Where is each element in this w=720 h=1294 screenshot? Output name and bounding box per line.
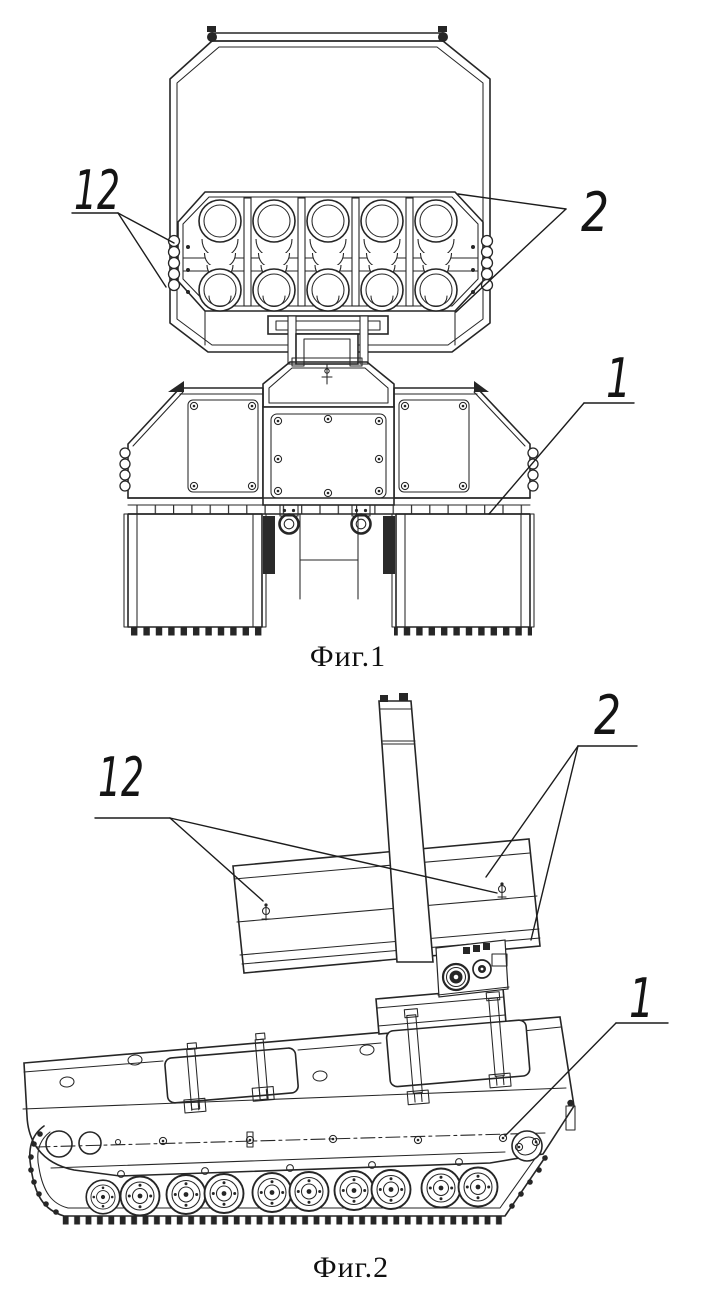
- fig2-drawing: 12 2 1: [22, 684, 669, 1225]
- fig2-igniter-pin-right: [497, 882, 507, 899]
- fig2-equipment-box-front: [164, 1032, 299, 1114]
- fig2-mast: [378, 693, 434, 963]
- fig2-running-gear: [28, 1125, 548, 1225]
- fig1-drawing: 12 2 1: [71, 26, 635, 636]
- fig2-equipment-box-rear: [385, 991, 531, 1106]
- fig1-callout-1: 1: [488, 347, 635, 515]
- fig1-label-1: 1: [606, 347, 631, 410]
- fig1-label-2: 2: [581, 181, 609, 244]
- fig2-label-1: 1: [629, 967, 654, 1030]
- fig2-drive-sprocket: [511, 1130, 543, 1162]
- fig1-shock-mounts: [167, 234, 494, 294]
- fig2-caption: Фиг.2: [312, 1251, 390, 1284]
- fig1-label-12: 12: [74, 159, 120, 222]
- fig2-label-12: 12: [98, 746, 144, 809]
- fig1-chassis: [119, 361, 539, 535]
- fig1-callout-12: 12: [71, 159, 175, 288]
- fig1-callouts: 12 2 1: [71, 159, 635, 515]
- fig2-elevation-mechanism: [435, 939, 510, 998]
- fig1-launcher-container: [169, 26, 491, 353]
- fig2-callout-12: 12: [94, 746, 498, 902]
- fig1-caption: Фиг.1: [309, 640, 387, 673]
- fig1-launch-tubes: [198, 199, 458, 312]
- fig2-callouts: 12 2 1: [94, 684, 669, 1137]
- fig1-cradle-bracket: [267, 315, 389, 385]
- fig1-callout-2: 2: [455, 181, 609, 313]
- fig1-tracks: [123, 513, 535, 636]
- fig2-callout-2: 2: [485, 684, 638, 941]
- fig2-igniter-pin-left: [261, 903, 271, 921]
- fig2-label-2: 2: [594, 684, 621, 747]
- fig2-callout-1: 1: [504, 967, 669, 1137]
